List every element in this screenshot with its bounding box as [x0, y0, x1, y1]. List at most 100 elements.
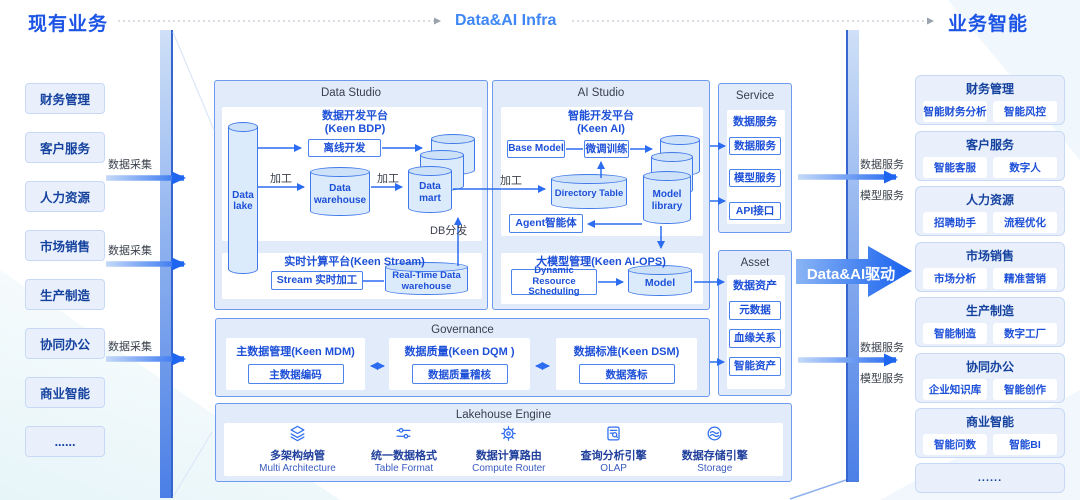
lakehouse-item-en: Table Format — [374, 462, 434, 474]
header-business-intelligence: 业务智能 — [948, 14, 1029, 35]
right-group-finance: 财务管理 智能财务分析 智能风控 — [915, 75, 1065, 125]
lakehouse-item-zh: 统一数据格式 — [370, 449, 437, 462]
left-item-more: ...... — [25, 426, 105, 457]
right-group-item: 智能客服 — [923, 157, 987, 178]
right-divider-bar — [846, 30, 859, 482]
ai-studio-title: AI Studio — [577, 87, 625, 99]
flow-bottom-data-label: 数据服务 — [860, 342, 904, 354]
right-group-manufacturing: 生产制造 智能制造 数字工厂 — [915, 297, 1065, 347]
process-label-1: 加工 — [270, 173, 292, 185]
right-group-customer: 客户服务 智能客服 数字人 — [915, 131, 1065, 181]
bdp-platform-title: 数据开发平台 — [322, 110, 388, 122]
left-item-customer: 客户服务 — [25, 132, 105, 163]
service-item-data: 数据服务 — [729, 137, 781, 155]
right-group-item: 智能风控 — [993, 101, 1057, 122]
right-group-item: 数字人 — [993, 157, 1057, 178]
right-group-title: 生产制造 — [965, 304, 1014, 318]
dynamic-scheduling-box: Dynamic Resource Scheduling — [511, 265, 597, 297]
header-existing-business: 现有业务 — [28, 14, 109, 35]
finetune-box: 微调训练 — [584, 140, 629, 158]
process-label-2: 加工 — [377, 173, 399, 185]
right-group-collaboration: 协同办公 企业知识库 智能创作 — [915, 353, 1065, 403]
left-item-hr: 人力资源 — [25, 181, 105, 212]
left-item-marketing: 市场销售 — [25, 230, 105, 261]
governance-group-item: 数据落标 — [578, 364, 675, 384]
lakehouse-item-zh: 数据计算路由 — [475, 449, 542, 462]
governance-group-mdm: 主数据管理(Keen MDM) 主数据编码 — [226, 338, 365, 390]
lakehouse-inner-panel: 多架构纳管 Multi Architecture 统一数据格式 Table Fo… — [224, 423, 783, 476]
lakehouse-item-compute-router: 数据计算路由 Compute Router — [472, 424, 546, 474]
asset-header: 数据资产 — [733, 280, 777, 292]
asset-item-lineage: 血缘关系 — [729, 329, 781, 348]
collect-label-2: 数据采集 — [108, 245, 152, 257]
collect-label-3: 数据采集 — [108, 341, 152, 353]
governance-title: Governance — [431, 324, 494, 336]
lakehouse-item-storage: 数据存储引擎 Storage — [682, 424, 748, 474]
header-data-ai-infra: Data&AI Infra — [455, 12, 557, 29]
right-group-item: 智能财务分析 — [923, 101, 987, 122]
governance-group-item: 主数据编码 — [247, 364, 344, 384]
data-ai-drive-label: Data&AI驱动 — [806, 266, 896, 283]
flow-top-model-label: 模型服务 — [860, 190, 904, 202]
stream-platform-title: 实时计算平台(Keen Stream) — [284, 256, 425, 268]
right-group-title: 人力资源 — [965, 193, 1014, 207]
right-group-item: 智能问数 — [923, 434, 987, 455]
right-group-item: 智能制造 — [923, 323, 987, 344]
flow-bottom-model-label: 模型服务 — [860, 373, 904, 385]
asset-item-metadata: 元数据 — [729, 301, 781, 320]
model-cylinder: Model — [627, 265, 693, 296]
offline-dev-box: 离线开发 — [308, 139, 381, 157]
keen-ai-platform-title: 智能开发平台 — [568, 110, 634, 122]
right-group-marketing: 市场销售 市场分析 精准营销 — [915, 242, 1065, 292]
gear-icon — [501, 426, 517, 442]
sliders-icon — [397, 428, 411, 439]
asset-title: Asset — [740, 257, 770, 269]
right-group-item: 数字工厂 — [993, 323, 1057, 344]
right-group-title: 市场销售 — [965, 249, 1014, 263]
doc-search-icon — [607, 426, 620, 441]
lakehouse-item-zh: 查询分析引擎 — [580, 449, 647, 462]
base-model-box: Base Model — [507, 140, 565, 158]
lakehouse-item-en: Compute Router — [472, 462, 546, 474]
governance-group-dqm: 数据质量(Keen DQM ) 数据质量稽核 — [389, 338, 530, 390]
lakehouse-item-en: Multi Architecture — [259, 462, 336, 474]
right-group-item: 精准营销 — [993, 268, 1057, 289]
right-group-title: 客户服务 — [965, 138, 1014, 152]
collect-label-1: 数据采集 — [108, 159, 152, 171]
right-group-bi: 商业智能 智能问数 智能BI — [915, 408, 1065, 458]
right-group-item: 流程优化 — [993, 212, 1057, 233]
process-label-3: 加工 — [500, 175, 522, 187]
data-warehouse-cylinder: Data warehouse — [309, 167, 371, 216]
right-group-more: ...... — [915, 463, 1065, 493]
right-group-item: 企业知识库 — [923, 379, 987, 400]
asset-item-ai-asset: 智能资产 — [729, 357, 781, 376]
right-group-title: 协同办公 — [965, 360, 1014, 374]
data-mart-cylinder: Data mart — [407, 166, 453, 213]
db-distribute-label: DB分发 — [430, 225, 468, 237]
lakehouse-item-en: OLAP — [600, 462, 627, 474]
service-item-model: 模型服务 — [729, 169, 781, 187]
left-item-bi: 商业智能 — [25, 377, 105, 408]
lakehouse-item-olap: 查询分析引擎 OLAP — [581, 424, 647, 474]
directory-table-cylinder: Directory Table — [550, 174, 628, 209]
layers-icon — [290, 426, 305, 442]
governance-group-title: 数据质量(Keen DQM ) — [404, 346, 515, 358]
bdp-platform-sub: (Keen BDP) — [324, 123, 386, 135]
stream-job-box: Stream 实时加工 — [271, 271, 363, 290]
right-group-item: 智能创作 — [993, 379, 1057, 400]
keen-ai-platform-sub: (Keen AI) — [577, 123, 625, 135]
lakehouse-item-en: Storage — [697, 462, 733, 474]
right-group-hr: 人力资源 招聘助手 流程优化 — [915, 186, 1065, 236]
governance-group-title: 主数据管理(Keen MDM) — [236, 346, 355, 358]
lakehouse-item-zh: 多架构纳管 — [269, 449, 325, 462]
governance-group-title: 数据标准(Keen DSM) — [573, 346, 680, 358]
right-group-item: 招聘助手 — [923, 212, 987, 233]
flow-top-data-label: 数据服务 — [860, 159, 904, 171]
right-group-item: 市场分析 — [923, 268, 987, 289]
model-library-cylinder: Model library — [642, 171, 692, 224]
left-item-collaboration: 协同办公 — [25, 328, 105, 359]
service-header: 数据服务 — [733, 116, 777, 128]
governance-group-dsm: 数据标准(Keen DSM) 数据落标 — [556, 338, 697, 390]
left-item-finance: 财务管理 — [25, 83, 105, 114]
lakehouse-title: Lakehouse Engine — [455, 409, 552, 421]
